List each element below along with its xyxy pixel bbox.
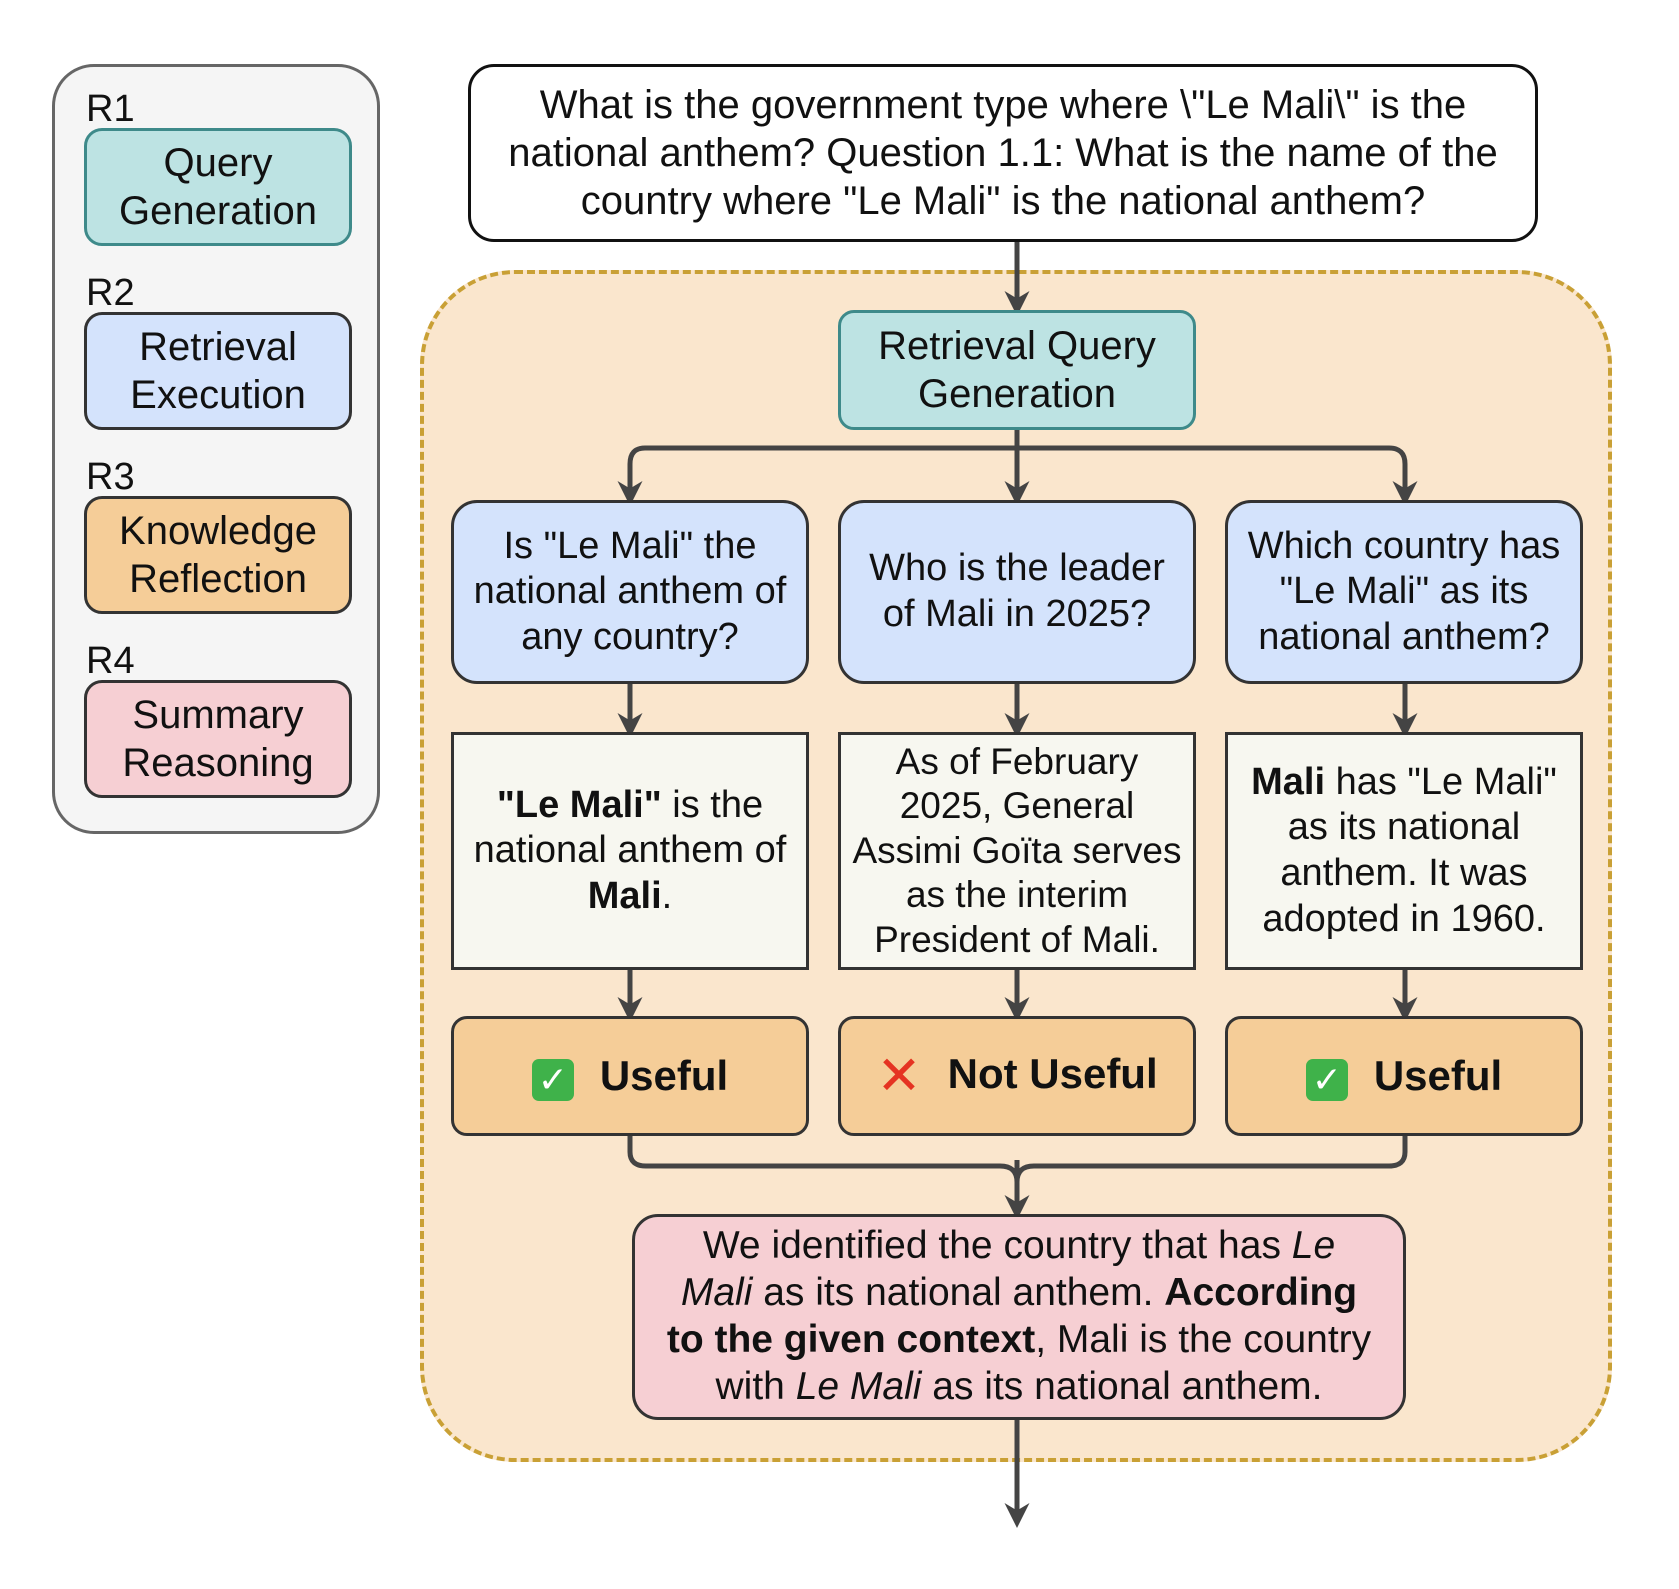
question-line-2: national anthem? Question 1.1: What is t… bbox=[508, 131, 1498, 175]
arrow-rqg-to-subq-left bbox=[617, 430, 1020, 506]
legend-tag-r2: R2 bbox=[86, 272, 135, 314]
cross-icon: ✕ bbox=[876, 1046, 922, 1106]
merge-right-judgment bbox=[1014, 1136, 1408, 1183]
question-line-1: What is the government type where \"Le M… bbox=[539, 83, 1467, 127]
question-box: What is the government type where \"Le M… bbox=[468, 64, 1538, 242]
merge-left-judgment bbox=[627, 1136, 1020, 1183]
check-icon: ✓ bbox=[1305, 1058, 1348, 1101]
judgment-right: ✓ Useful bbox=[1225, 1016, 1583, 1136]
legend-tag-r1: R1 bbox=[86, 88, 135, 130]
judgment-label: Useful bbox=[599, 1051, 729, 1099]
arrow-rqg-to-subq-right bbox=[1014, 430, 1418, 506]
judgment-left: ✓ Useful bbox=[451, 1016, 809, 1136]
check-icon: ✓ bbox=[531, 1058, 574, 1101]
question-line-3: country where "Le Mali" is the national … bbox=[580, 179, 1426, 223]
judgment-label: Not Useful bbox=[947, 1050, 1158, 1097]
summary-reasoning-box: We identified the country that has Le Ma… bbox=[632, 1214, 1406, 1420]
legend-tag-r4: R4 bbox=[86, 640, 135, 682]
legend-tag-r3: R3 bbox=[86, 456, 135, 498]
judgment-center: ✕ Not Useful bbox=[838, 1016, 1196, 1136]
judgment-label: Useful bbox=[1373, 1051, 1503, 1099]
